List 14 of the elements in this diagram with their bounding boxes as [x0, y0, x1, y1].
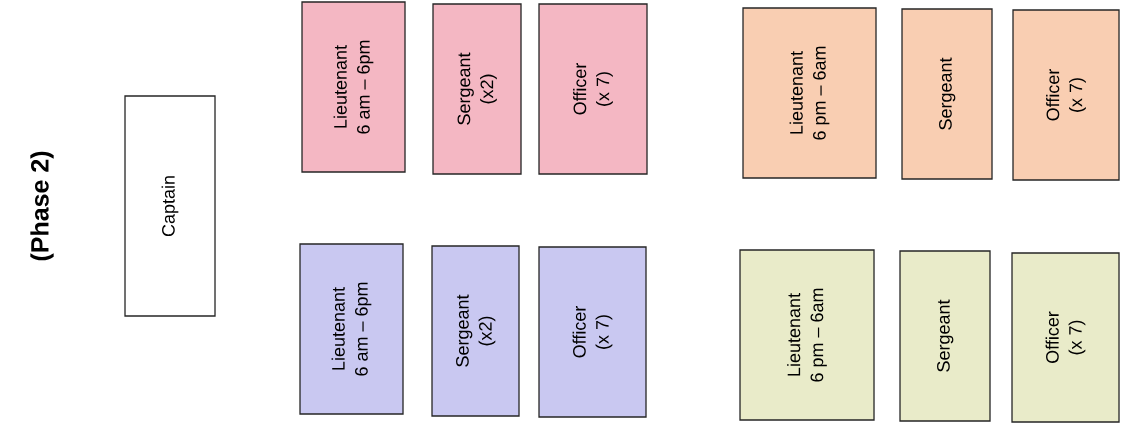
rank-box: Sergeant (x2) [431, 245, 520, 417]
rank-box: Captain [124, 95, 216, 317]
rank-box: Officer (x 7) [1012, 9, 1120, 181]
title: (Phase 2) [30, 151, 54, 261]
rank-box: Lieutenant 6 pm – 6am [739, 249, 875, 421]
rank-box: Sergeant [899, 250, 991, 422]
rank-box: Lieutenant 6 am – 6pm [301, 1, 406, 173]
rank-box: Officer (x 7) [538, 3, 648, 175]
rank-box: Officer (x 7) [1011, 252, 1120, 423]
rank-box: Lieutenant 6 pm – 6am [742, 7, 877, 179]
rank-box: Sergeant (x2) [432, 3, 522, 175]
rank-box: Officer (x 7) [538, 246, 647, 418]
rank-box: Lieutenant 6 am – 6pm [299, 243, 404, 415]
rank-box: Sergeant [901, 8, 993, 180]
